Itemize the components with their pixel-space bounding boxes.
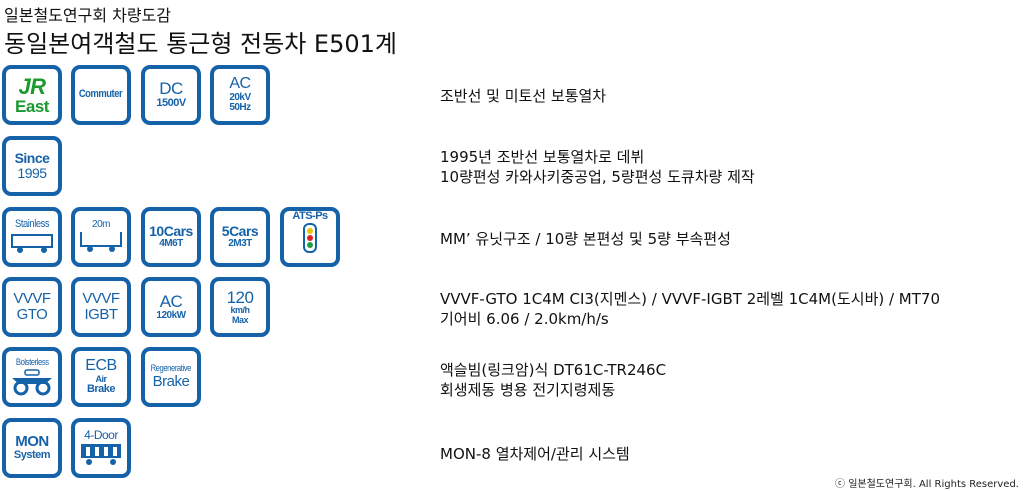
- text-line: 1995년 조반선 보통열차로 데뷔: [440, 148, 645, 166]
- text-line: 기어비 6.06 / 2.0km/h/s: [440, 310, 609, 328]
- car-frame-icon: [80, 232, 122, 253]
- car-doors-icon: [81, 444, 121, 466]
- text-line: 액슬빔(링크암)식 DT61C-TR246C: [440, 361, 667, 379]
- text-line: VVVF-GTO 1C4M CI3(지멘스) / VVVF-IGBT 2레벨 1…: [440, 290, 940, 308]
- label: 4M6T: [159, 238, 183, 250]
- label: VVVF: [82, 290, 120, 308]
- label: ATS-Ps: [292, 210, 328, 222]
- description-control: MON-8 열차제어/관리 시스템: [440, 444, 630, 464]
- label: km/h: [230, 305, 250, 316]
- page-title: 동일본여객철도 통근형 전동차 E501계: [4, 30, 397, 58]
- label: Regenerative: [150, 363, 192, 374]
- label: Brake: [152, 372, 190, 390]
- ats-ps-icon: ATS-Ps: [280, 207, 340, 267]
- logo-east: East: [15, 96, 49, 116]
- text-line: 조반선 및 미토선 보통열차: [440, 87, 607, 105]
- label: Bolsterless: [15, 357, 49, 368]
- label: 4-Door: [84, 427, 118, 442]
- label: 20kV: [229, 91, 251, 103]
- label: 1995: [17, 165, 47, 181]
- description-bogie-brake: 액슬빔(링크암)식 DT61C-TR246C 회생제동 병용 전기지령제동: [440, 360, 666, 400]
- label: VVVF: [13, 290, 51, 308]
- text-line: 10량편성 카와사키중공업, 5량편성 도큐차량 제작: [440, 168, 755, 186]
- label: 1500V: [156, 97, 186, 110]
- label: GTO: [16, 306, 48, 323]
- label: 20m: [92, 218, 110, 230]
- text-line: MM’ 유닛구조 / 10량 본편성 및 5량 부속편성: [440, 230, 731, 248]
- description-history: 1995년 조반선 보통열차로 데뷔 10량편성 카와사키중공업, 5량편성 도큐…: [440, 147, 755, 187]
- car-length-20m-icon: 20m: [71, 207, 131, 267]
- label: 50Hz: [229, 102, 251, 114]
- label: DC: [159, 79, 183, 99]
- text-line: 회생제동 병용 전기지령제동: [440, 381, 616, 399]
- label: IGBT: [84, 306, 118, 323]
- label: MON: [15, 433, 49, 451]
- label: Since: [14, 150, 50, 167]
- label: 2M3T: [228, 238, 252, 250]
- logo-jr: JR: [18, 73, 46, 99]
- description-route: 조반선 및 미토선 보통열차: [440, 86, 606, 106]
- label: System: [13, 449, 51, 462]
- commuter-icon: Commuter: [71, 65, 131, 125]
- subtitle: 일본철도연구회 차량도감: [4, 6, 172, 25]
- label: AC: [229, 75, 251, 93]
- stainless-icon: Stainless: [2, 207, 62, 267]
- bogie-icon: [12, 368, 52, 396]
- label: Brake: [86, 383, 116, 396]
- bolsterless-bogie-icon: Bolsterless: [2, 347, 62, 407]
- copyright: ⓒ 일본철도연구회. All Rights Reserved.: [835, 479, 1019, 490]
- label: Commuter: [79, 88, 123, 101]
- description-traction: VVVF-GTO 1C4M CI3(지멘스) / VVVF-IGBT 2레벨 1…: [440, 289, 940, 329]
- label: 120: [226, 287, 254, 307]
- label: Max: [231, 314, 249, 325]
- label: AC: [159, 291, 183, 311]
- car-body-icon: [11, 233, 53, 253]
- label: Stainless: [14, 218, 50, 231]
- label: 120kW: [156, 309, 186, 321]
- signal-light-icon: [303, 222, 317, 253]
- label: 5Cars: [221, 223, 259, 240]
- 4-door-icon: 4-Door: [71, 418, 131, 478]
- jr-east-logo: JR East: [2, 65, 62, 125]
- label: 10Cars: [149, 223, 193, 240]
- description-formation: MM’ 유닛구조 / 10량 본편성 및 5량 부속편성: [440, 229, 731, 249]
- label: ECB: [85, 357, 117, 375]
- text-line: MON-8 열차제어/관리 시스템: [440, 445, 630, 463]
- label: Air: [95, 373, 107, 384]
